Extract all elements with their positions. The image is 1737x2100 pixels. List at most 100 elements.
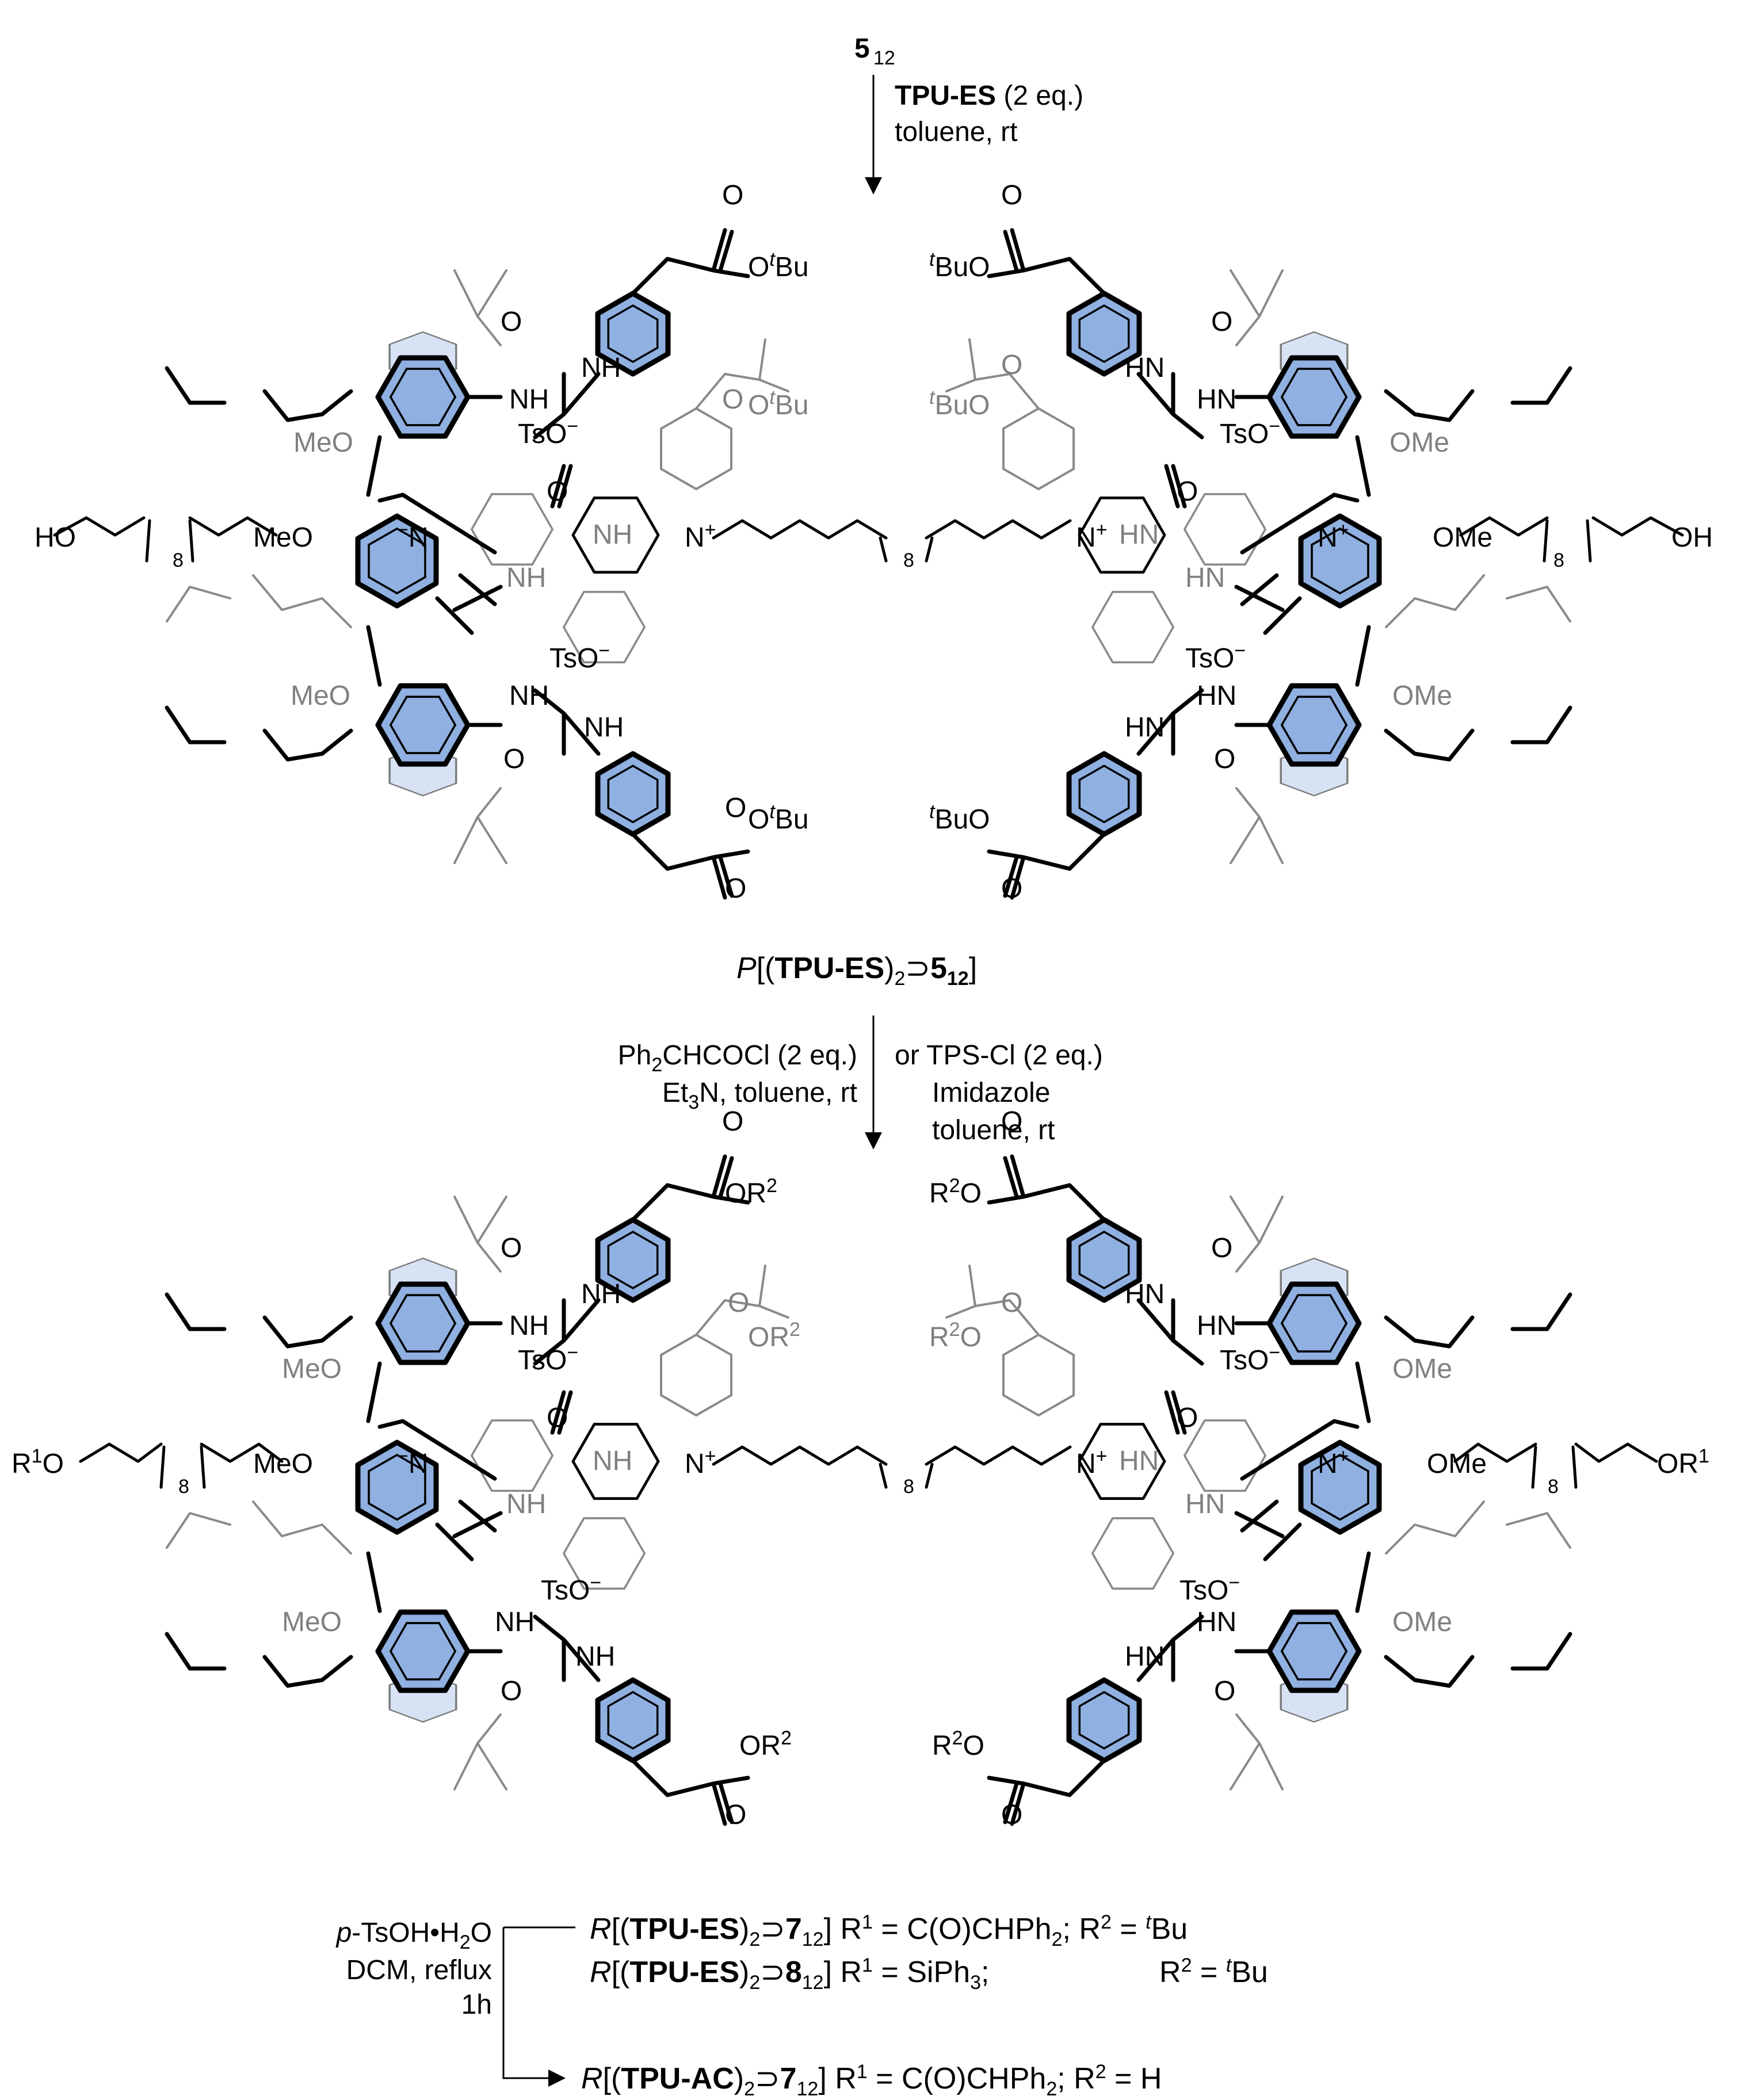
label-o: O: [725, 1800, 746, 1830]
reactant-label: 5: [854, 33, 870, 64]
label-o: O: [1177, 476, 1198, 507]
label-ome: OMe: [1433, 522, 1492, 553]
label-hn: HN: [1119, 520, 1159, 550]
label-ho: HO: [35, 522, 76, 553]
label-n-plus: N+: [1318, 519, 1349, 553]
label-otbu: OtBu: [748, 387, 809, 421]
label-n-minus: −N: [397, 1445, 429, 1479]
product-line-3: R[(TPU-AC)2⊃712] R1 = C(O)CHPh2; R2 = H: [581, 2061, 1162, 2100]
step2-left-line2: Et3N, toluene, rt: [662, 1078, 857, 1113]
label-n-plus: N+: [685, 1445, 716, 1479]
label-meo: MeO: [282, 1607, 342, 1637]
reaction-arrow-3: [502, 1927, 566, 2087]
label-o: O: [728, 1288, 749, 1318]
label-n-plus: N+: [685, 519, 716, 553]
step1-conditions: toluene, rt: [895, 117, 1017, 147]
label-hn: HN: [1125, 1279, 1165, 1309]
label-tbuo: tBuO: [929, 801, 990, 835]
label-tso: TsO−: [1185, 640, 1246, 674]
left-macrocycle-bottom: [167, 1197, 644, 1789]
label-o: O: [1211, 307, 1232, 337]
label-n-minus: −N: [397, 519, 429, 553]
label-o: O: [722, 1106, 743, 1137]
label-o: O: [547, 1403, 568, 1433]
label-hn: HN: [1119, 1446, 1159, 1476]
label-ome: OMe: [1427, 1449, 1487, 1479]
label-o: O: [1001, 873, 1022, 904]
label-nh: NH: [509, 681, 549, 711]
step3-line3: 1h: [461, 1990, 492, 2020]
label-o: O: [722, 180, 743, 211]
label-meo: MeO: [293, 427, 353, 458]
label-tso: TsO−: [549, 640, 610, 674]
label-hn: HN: [1125, 712, 1165, 743]
label-n-plus: N+: [1318, 1445, 1349, 1479]
product-structure: O OR2 O R2O O NH NH TsO− O HN HN TsO− O …: [12, 1106, 1709, 1830]
label-hn: HN: [1185, 563, 1225, 593]
label-o: O: [1001, 350, 1022, 380]
label-tso: TsO−: [1220, 1342, 1280, 1376]
label-o: O: [501, 307, 522, 337]
label-o: O: [1211, 1233, 1232, 1263]
label-or2: OR2: [739, 1727, 792, 1761]
label-nh: NH: [495, 1607, 535, 1637]
label-o: O: [1001, 1288, 1022, 1318]
label-otbu: OtBu: [748, 801, 809, 835]
step3-reagent: p-TsOH•H2O: [335, 1918, 492, 1953]
label-oh: OH: [1671, 522, 1713, 553]
label-o: O: [725, 793, 746, 823]
aryl-arm-top-right: [989, 230, 1202, 437]
label-o: O: [1001, 1106, 1022, 1137]
label-subscript-8: 8: [173, 549, 184, 571]
grey-aryl-right-product: [1002, 1334, 1075, 1416]
aryl-arm-top-right-product: [989, 1156, 1202, 1364]
label-meo: MeO: [253, 1449, 313, 1479]
label-o: O: [1001, 1800, 1022, 1830]
label-r2o: R2O: [929, 1175, 982, 1209]
label-r2o: R2O: [932, 1727, 984, 1761]
label-subscript-8: 8: [903, 549, 914, 571]
label-subscript-8: 8: [903, 1476, 914, 1498]
label-ome: OMe: [1392, 681, 1452, 711]
aryl-arm-bottom-left-product: [535, 1617, 748, 1824]
left-macrocycle-top: [167, 270, 644, 863]
label-tbuo: tBuO: [929, 387, 990, 421]
label-meo: MeO: [253, 522, 313, 553]
label-ome: OMe: [1392, 1354, 1452, 1384]
aryl-arm-top-left-product: [535, 1156, 748, 1364]
label-o: O: [1214, 1676, 1235, 1706]
step2-right-line1: or TPS-Cl (2 eq.): [895, 1040, 1103, 1071]
label-o: O: [503, 744, 525, 774]
label-or2: OR2: [725, 1175, 777, 1209]
product-line-2: R[(TPU-ES)2⊃812] R1 = SiPh3;: [590, 1954, 989, 1994]
label-tso: TsO−: [518, 415, 578, 449]
label-subscript-8: 8: [178, 1476, 189, 1498]
intermediate-labels: O OtBu O tBuO O NH NH TsO− O HN HN TsO− …: [35, 180, 1713, 904]
label-tso: TsO−: [518, 1342, 578, 1376]
label-tbuo: tBuO: [929, 249, 990, 282]
label-o: O: [725, 873, 746, 904]
label-tso: TsO−: [1220, 415, 1280, 449]
label-nh: NH: [506, 563, 546, 593]
intermediate-structure: [53, 230, 1684, 898]
step1-reagent: TPU-ES (2 eq.): [895, 81, 1083, 111]
label-otbu: OtBu: [748, 249, 809, 282]
label-hn: HN: [1197, 1607, 1236, 1637]
label-meo: MeO: [282, 1354, 342, 1384]
label-n-plus: N+: [1076, 519, 1108, 553]
label-nh: NH: [575, 1641, 615, 1672]
label-o: O: [1001, 180, 1022, 211]
reactant-subscript: 12: [873, 47, 895, 69]
label-nh: NH: [593, 1446, 632, 1476]
label-subscript-8: 8: [1548, 1476, 1559, 1498]
grey-aryl-right: [1002, 407, 1075, 490]
label-subscript-8: 8: [1553, 549, 1564, 571]
label-nh: NH: [593, 520, 632, 550]
aryl-arm-bottom-right: [989, 690, 1202, 898]
label-hn: HN: [1197, 1311, 1236, 1341]
label-hn: HN: [1185, 1489, 1225, 1519]
step2-right-line3: toluene, rt: [932, 1115, 1055, 1146]
aryl-arm-top-left: [535, 230, 748, 437]
label-nh: NH: [581, 1279, 621, 1309]
label-hn: HN: [1125, 1641, 1165, 1672]
